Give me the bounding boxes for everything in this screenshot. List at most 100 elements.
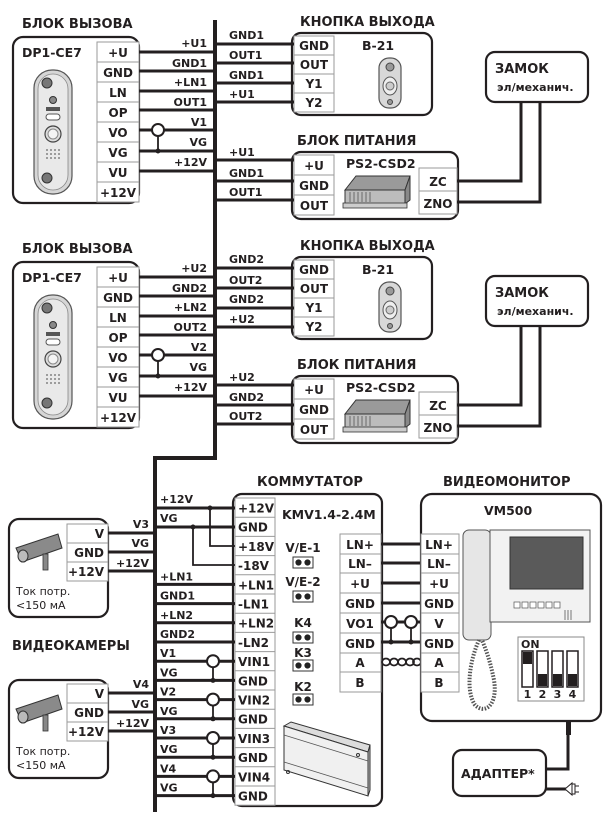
jumper-label: K4 [294, 616, 312, 630]
coax-shield-icon [384, 615, 398, 629]
lock-2: ЗАМОК эл/механич. [484, 274, 590, 328]
adapter-label: АДАПТЕР* [461, 766, 535, 781]
wire-label: GND2 [229, 391, 264, 404]
pin-label: GND [238, 674, 268, 688]
switch-kmv: КОММУТАТОР KMV1.4-2.4M +12VGND+18V-18V+L… [155, 475, 384, 808]
pin-label: GND [345, 597, 375, 611]
dip-on-label: ON [521, 638, 540, 651]
call-panel-2-wires: +U2 GND2 +LN2 OUT2 V2 VG +12V [139, 262, 215, 398]
cameras-section-title: ВИДЕОКАМЕРЫ [12, 639, 130, 654]
pin-label: VIN2 [238, 694, 270, 708]
pin-label: +12V [68, 725, 105, 739]
pin-label: +12V [100, 411, 137, 425]
pin-label: GND [238, 751, 268, 765]
pin-label: LN+ [346, 538, 374, 552]
pin-label: LN [109, 311, 127, 325]
pin-label: V [95, 527, 105, 541]
camera-2: V GND +12V Ток потр. <150 мА V4 VG +12V [7, 678, 155, 780]
pin-label: +U [304, 383, 324, 397]
pin-label: VIN3 [238, 732, 270, 746]
dip-toggle-1[interactable]: 1 [521, 650, 534, 701]
exit-button-device-icon [378, 281, 402, 333]
power-supply-device-icon [342, 399, 411, 433]
pin-label: LN– [427, 557, 451, 571]
door-station-icon [33, 294, 73, 420]
wire-label: OUT1 [174, 96, 207, 109]
dip-number: 1 [524, 688, 532, 701]
exit-button-2: КНОПКА ВЫХОДА B-21 GND OUT Y1 Y2 GND2 OU… [215, 239, 435, 341]
power-supply-2: БЛОК ПИТАНИЯ PS2-CSD2 +U GND OUT ZC ZNO … [215, 326, 542, 445]
pin-label: LN [109, 86, 127, 100]
wire-label: GND1 [172, 57, 207, 70]
dip-toggle-3[interactable]: 3 [551, 650, 564, 701]
jumper-icon[interactable] [292, 659, 314, 672]
lock-1-frame [484, 50, 590, 104]
wire-label: OUT1 [229, 186, 262, 199]
pin-label: Y2 [304, 320, 322, 334]
monitor-title: ВИДЕОМОНИТОР [443, 475, 571, 490]
jumper-icon[interactable] [292, 556, 314, 569]
pin-label: +U [304, 159, 324, 173]
exit-button-1-model: B-21 [362, 38, 394, 53]
wire-label: +12V [116, 717, 150, 730]
pin-label: -LN1 [238, 598, 269, 612]
lock-1-title: ЗАМОК [495, 62, 549, 77]
camera-2-current-note: Ток потр. [15, 745, 70, 758]
exit-button-1-title: КНОПКА ВЫХОДА [300, 15, 435, 30]
camera-icon [15, 694, 63, 732]
wire-label: V2 [191, 341, 207, 354]
jumper-icon[interactable] [292, 693, 314, 706]
call-panel-1-pins: +U GND LN OP VO VG VU +12V [96, 41, 140, 203]
wire-label: GND2 [160, 628, 195, 641]
wire-label: V4 [133, 678, 150, 691]
pin-label: GND [424, 637, 454, 651]
pin-label: V [434, 617, 444, 631]
jumper-icon[interactable] [292, 631, 314, 644]
wire-label: +U2 [181, 262, 207, 275]
pin-label: OUT [300, 423, 329, 437]
dip-toggle-4[interactable]: 4 [566, 650, 579, 701]
power-adapter: АДАПТЕР* [451, 721, 579, 798]
jumper-label: K2 [294, 680, 312, 694]
switch-jumpers: V/E-1 V/E-2 K4 K3 K2 [285, 541, 321, 706]
wire-label: +U1 [229, 88, 255, 101]
power-supply-1: БЛОК ПИТАНИЯ PS2-CSD2 +U GND OUT ZC ZNO … [215, 102, 542, 221]
pin-label: OP [109, 331, 128, 345]
pin-label: -LN2 [238, 636, 269, 650]
adapter-frame [451, 748, 548, 798]
power-plug-icon [564, 781, 579, 797]
lock-2-subtitle: эл/механич. [497, 305, 574, 318]
exit-button-2-model: B-21 [362, 262, 394, 277]
dip-toggle-2[interactable]: 2 [536, 650, 549, 701]
pin-label: B [355, 676, 364, 690]
pin-label: +18V [238, 540, 275, 554]
lock-1: ЗАМОК эл/механич. [484, 50, 590, 104]
pin-label: V [95, 687, 105, 701]
pin-label: +LN2 [238, 617, 274, 631]
switch-right-pins: LN+ LN– +U GND VO1 GND A B [339, 533, 382, 693]
switch-monitor-wires [381, 542, 422, 667]
pin-label: GND [424, 597, 454, 611]
wire-label: +U2 [229, 313, 255, 326]
pin-label: B [434, 676, 443, 690]
wire-label: GND1 [160, 590, 195, 603]
pin-label: Y2 [304, 96, 322, 110]
power-supply-1-model: PS2-CSD2 [346, 156, 416, 171]
pin-label: OUT [300, 199, 329, 213]
wire-label: VG [160, 666, 178, 679]
switch-title: КОММУТАТОР [257, 475, 363, 490]
pin-label: VO [108, 351, 127, 365]
pin-label: GND [345, 637, 375, 651]
lock-wire-zno [457, 326, 542, 428]
wire-label: OUT2 [174, 321, 207, 334]
wire-label: +U2 [229, 371, 255, 384]
wire-label: +12V [174, 156, 208, 169]
jumper-icon[interactable] [292, 590, 314, 603]
pin-label: GND [74, 706, 104, 720]
pin-label: VU [108, 391, 127, 405]
pin-label: ZC [429, 399, 447, 413]
camera-2-current-value: <150 мА [16, 759, 66, 772]
